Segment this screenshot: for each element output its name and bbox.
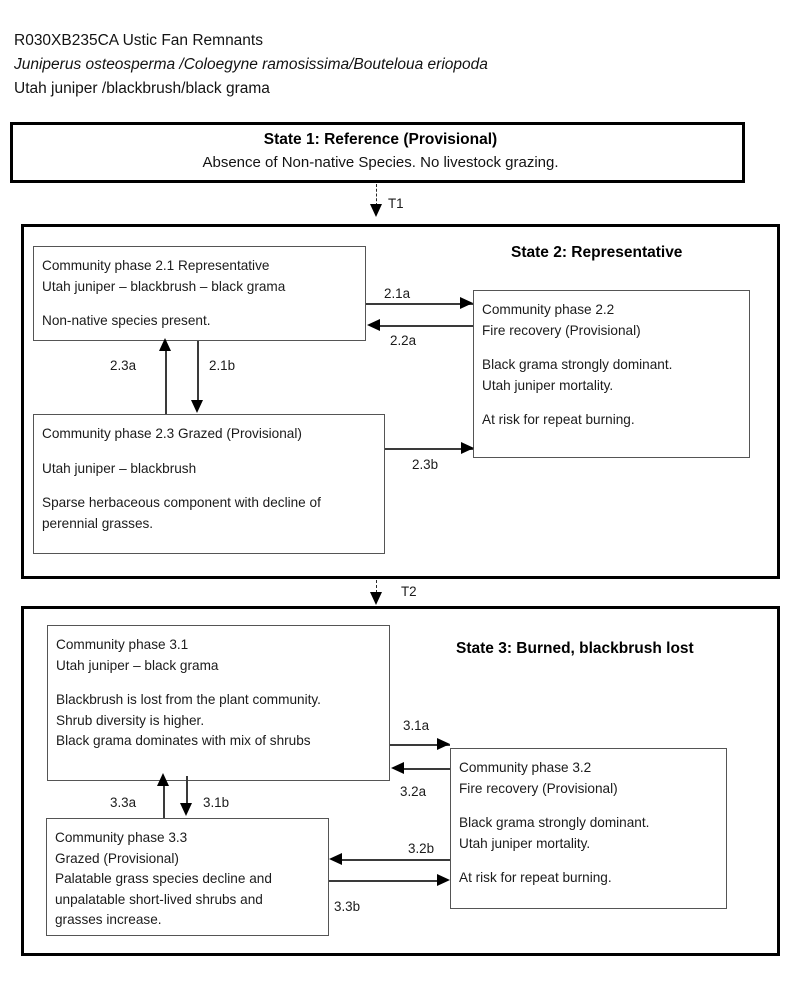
pathway-3-2b-line: [341, 859, 450, 861]
phase-3-2-line-4: Utah juniper mortality.: [459, 835, 591, 851]
state-1-subtitle: Absence of Non-native Species. No livest…: [202, 154, 559, 171]
pathway-3-3b-line: [329, 880, 439, 882]
common-name-subtitle: Utah juniper /blackbrush/black grama: [14, 80, 270, 97]
pathway-3-2b-label: 3.2b: [408, 841, 435, 856]
state-3-title: State 3: Burned, blackbrush lost: [456, 640, 694, 657]
phase-3-3-line-4: unpalatable short-lived shrubs and: [55, 891, 263, 907]
pathway-2-2a-label: 2.2a: [390, 333, 417, 348]
phase-2-3-line-4: perennial grasses.: [42, 515, 154, 531]
phase-2-2-line-5: At risk for repeat burning.: [482, 412, 635, 427]
phase-2-2-line-2: Fire recovery (Provisional): [482, 322, 641, 338]
spacer: [482, 396, 749, 410]
pathway-2-1b-arrowhead: [191, 400, 203, 413]
pathway-2-2a-line: [380, 325, 473, 327]
transition-t1-label: T1: [388, 196, 404, 211]
phase-3-3-line-1: Community phase 3.3: [55, 830, 188, 845]
spacer: [482, 341, 749, 355]
pathway-2-1a-arrowhead: [460, 297, 473, 309]
pathway-2-3a-label: 2.3a: [110, 358, 137, 373]
phase-2-1-line-2: Utah juniper – blackbrush – black grama: [42, 278, 286, 294]
phase-3-1-line-3: Blackbrush is lost from the plant commun…: [56, 692, 321, 707]
phase-2-2-line-4: Utah juniper mortality.: [482, 377, 614, 393]
pathway-3-1b-line: [186, 776, 188, 808]
transition-t2-label: T2: [401, 584, 417, 599]
pathway-3-1a-line: [390, 744, 450, 746]
spacer: [459, 799, 726, 813]
state-1-title: State 1: Reference (Provisional): [263, 131, 498, 148]
phase-2-1-line-3: Non-native species present.: [42, 313, 211, 328]
pathway-2-1a-label: 2.1a: [384, 286, 411, 301]
pathway-3-3b-arrowhead: [437, 874, 450, 886]
ecosite-id-title: R030XB235CA Ustic Fan Remnants: [14, 32, 263, 49]
pathway-3-1b-arrowhead: [180, 803, 192, 816]
phase-3-2-line-3: Black grama strongly dominant.: [459, 815, 650, 830]
phase-2-1-line-1: Community phase 2.1 Representative: [42, 258, 270, 273]
pathway-2-3a-line: [165, 347, 167, 414]
transition-t1-line: [376, 184, 377, 206]
pathway-3-2a-line: [403, 768, 450, 770]
pathway-3-1a-arrowhead: [437, 738, 450, 750]
pathway-3-3b-label: 3.3b: [334, 899, 361, 914]
phase-3-1-line-2: Utah juniper – black grama: [56, 657, 219, 673]
phase-3-1-line-5: Black grama dominates with mix of shrubs: [56, 733, 311, 748]
scientific-name-subtitle: Juniperus osteosperma /Coloegyne ramosis…: [14, 56, 488, 73]
spacer: [42, 445, 384, 459]
pathway-3-3a-arrowhead: [157, 773, 169, 786]
phase-2-3-line-3: Sparse herbaceous component with decline…: [42, 495, 321, 510]
phase-3-1-line-1: Community phase 3.1: [56, 637, 189, 652]
pathway-2-3b-arrowhead: [461, 442, 474, 454]
transition-t1-arrowhead: [370, 204, 382, 217]
community-phase-2-2-box[interactable]: Community phase 2.2 Fire recovery (Provi…: [473, 290, 750, 458]
pathway-2-2a-arrowhead: [367, 319, 380, 331]
phase-3-3-line-2: Grazed (Provisional): [55, 850, 179, 866]
phase-2-2-line-1: Community phase 2.2: [482, 302, 615, 317]
phase-2-3-line-1: Community phase 2.3 Grazed (Provisional): [42, 426, 302, 441]
pathway-3-2b-arrowhead: [329, 853, 342, 865]
phase-3-2-line-5: At risk for repeat burning.: [459, 870, 612, 885]
pathway-3-2a-arrowhead: [391, 762, 404, 774]
community-phase-2-3-box[interactable]: Community phase 2.3 Grazed (Provisional)…: [33, 414, 385, 554]
phase-3-3-line-3: Palatable grass species decline and: [55, 871, 272, 886]
pathway-3-3a-label: 3.3a: [110, 795, 137, 810]
pathway-2-1a-line: [366, 303, 473, 305]
state-2-title: State 2: Representative: [511, 244, 683, 261]
pathway-2-3a-arrowhead: [159, 338, 171, 351]
phase-3-2-line-1: Community phase 3.2: [459, 760, 592, 775]
phase-3-1-line-4: Shrub diversity is higher.: [56, 712, 205, 728]
phase-2-2-line-3: Black grama strongly dominant.: [482, 357, 673, 372]
community-phase-3-3-box[interactable]: Community phase 3.3 Grazed (Provisional)…: [46, 818, 329, 936]
pathway-3-1b-label: 3.1b: [203, 795, 230, 810]
community-phase-3-1-box[interactable]: Community phase 3.1 Utah juniper – black…: [47, 625, 390, 781]
phase-3-3-line-5: grasses increase.: [55, 912, 162, 927]
transition-t2-arrowhead: [370, 592, 382, 605]
spacer: [42, 479, 384, 493]
spacer: [459, 854, 726, 868]
spacer: [56, 676, 389, 690]
spacer: [42, 297, 365, 311]
pathway-2-1b-label: 2.1b: [209, 358, 236, 373]
community-phase-2-1-box[interactable]: Community phase 2.1 Representative Utah …: [33, 246, 366, 341]
state-1-container[interactable]: State 1: Reference (Provisional) Absence…: [10, 122, 745, 183]
pathway-3-2a-label: 3.2a: [400, 784, 427, 799]
pathway-2-3b-label: 2.3b: [412, 457, 439, 472]
community-phase-3-2-box[interactable]: Community phase 3.2 Fire recovery (Provi…: [450, 748, 727, 909]
phase-2-3-line-2: Utah juniper – blackbrush: [42, 460, 197, 476]
phase-3-2-line-2: Fire recovery (Provisional): [459, 780, 618, 796]
pathway-3-3a-line: [163, 781, 165, 818]
transition-t2-line: [376, 580, 377, 598]
pathway-2-1b-line: [197, 341, 199, 405]
pathway-2-3b-line: [385, 448, 473, 450]
pathway-3-1a-label: 3.1a: [403, 718, 430, 733]
